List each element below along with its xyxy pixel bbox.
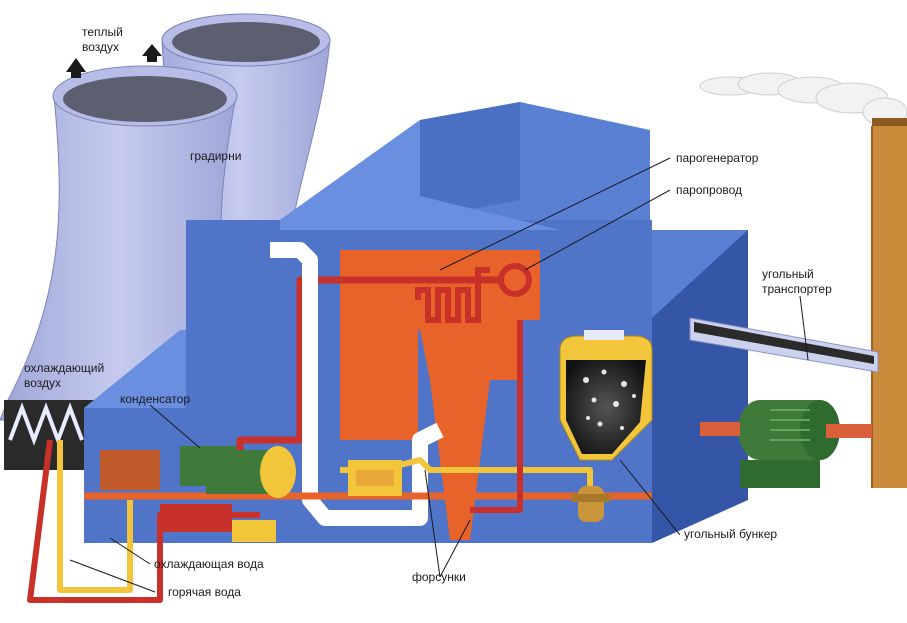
label-cooling-towers: градирни bbox=[190, 149, 241, 163]
coal-conveyor bbox=[689, 317, 879, 373]
label-cooling-air-line1: охлаждающий bbox=[24, 361, 104, 375]
label-hot-water: горячая вода bbox=[168, 585, 241, 599]
diagram-labels: теплый воздух градирни охлаждающий возду… bbox=[24, 25, 832, 599]
label-cooling-air-line2: воздух bbox=[24, 376, 61, 390]
warm-air-arrow-icon bbox=[66, 44, 162, 78]
label-coal-conveyor-line1: угольный bbox=[762, 267, 814, 281]
label-condenser: конденсатор bbox=[120, 392, 190, 406]
condenser bbox=[100, 446, 296, 542]
label-coal-bunker: угольный бункер bbox=[684, 527, 777, 541]
label-steam-pipe: паропровод bbox=[676, 183, 742, 197]
label-warm-air-line2: воздух bbox=[82, 40, 119, 54]
chimney bbox=[871, 118, 907, 488]
conveyor-motor bbox=[700, 400, 872, 488]
label-steam-generator: парогенератор bbox=[676, 151, 759, 165]
label-cooling-water: охлаждающая вода bbox=[154, 557, 264, 571]
coal-bunker bbox=[559, 330, 653, 522]
label-warm-air-line1: теплый bbox=[82, 25, 123, 39]
label-burners: форсунки bbox=[412, 570, 466, 584]
leader-lines bbox=[69, 157, 809, 593]
burners bbox=[348, 460, 402, 496]
label-coal-conveyor-line2: транспортер bbox=[762, 282, 832, 296]
